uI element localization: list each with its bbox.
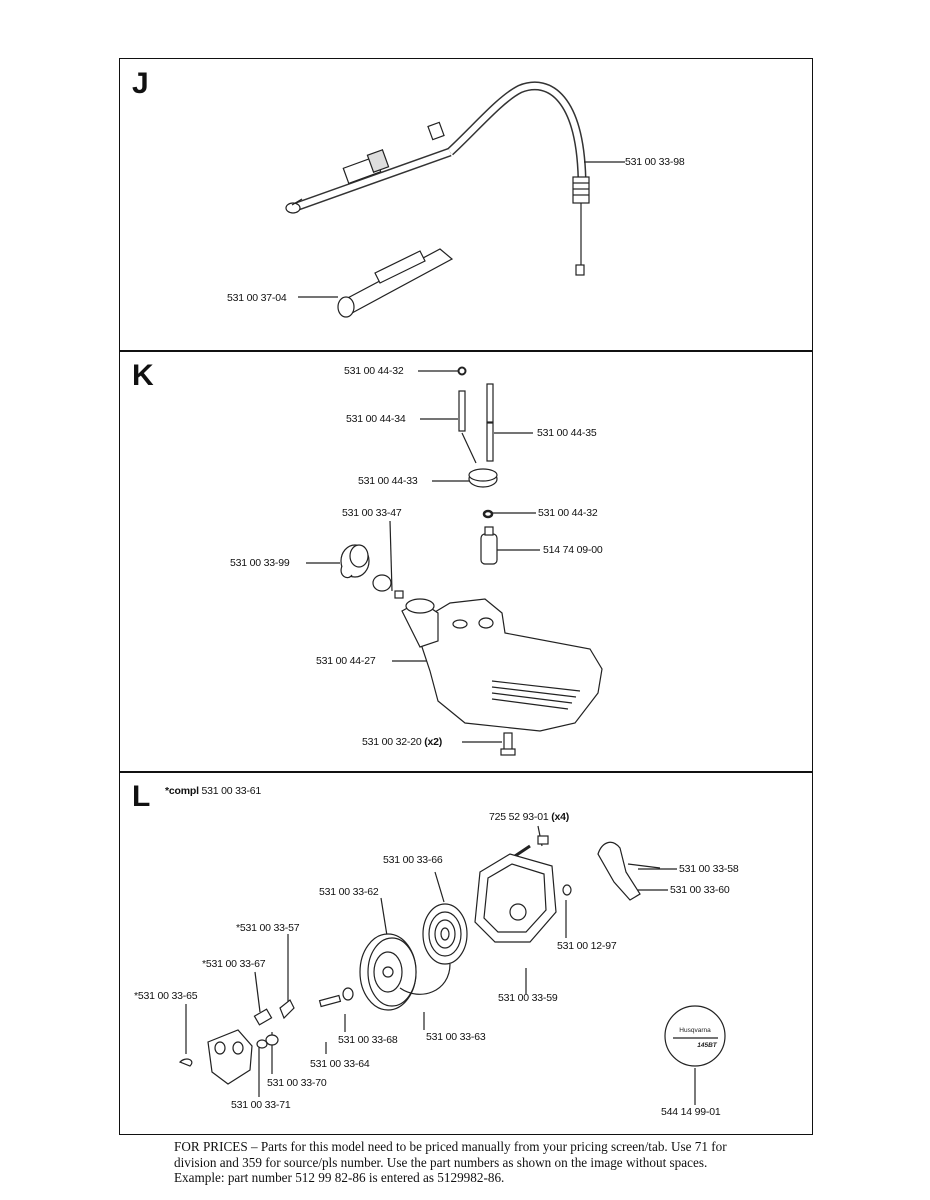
kit-prefix: *compl (165, 785, 199, 797)
pricing-note-line: FOR PRICES – Parts for this model need t… (174, 1139, 727, 1154)
part-number-label: 531 00 33-71 (231, 1099, 291, 1111)
quantity: (x4) (551, 811, 570, 823)
fuel-tank-drawing (306, 366, 603, 756)
part-number-label: 531 00 33-64 (310, 1058, 370, 1070)
part-number-label: *531 00 33-57 (236, 922, 300, 934)
part-number-label: 531 00 12-97 (557, 940, 617, 952)
part-number-label: *531 00 33-67 (202, 958, 266, 970)
part-number-label: 531 00 33-66 (383, 854, 443, 866)
part-number-label: 531 00 32-20 (x2) (362, 736, 442, 748)
part-number-label: 531 00 33-47 (342, 507, 402, 519)
part-number: 725 52 93-01 (489, 811, 549, 823)
part-number-label: 531 00 44-27 (316, 655, 376, 667)
section-l-panel: L *compl 531 00 33-61 (119, 771, 813, 1135)
part-number-label: 531 00 44-33 (358, 475, 418, 487)
part-number-label: 514 74 09-00 (543, 544, 603, 556)
part-number: 531 00 32-20 (362, 736, 422, 748)
part-number-label: 531 00 33-62 (319, 886, 379, 898)
throttle-cable-drawing (285, 81, 625, 318)
pricing-note: FOR PRICES – Parts for this model need t… (174, 1139, 794, 1186)
kit-number: 531 00 33-61 (201, 785, 262, 797)
part-number-label: 725 52 93-01 (x4) (489, 811, 569, 823)
part-number-label: 531 00 33-70 (267, 1077, 327, 1089)
part-number-label: 531 00 37-04 (227, 292, 287, 304)
part-number-label: 531 00 33-59 (498, 992, 558, 1004)
part-number-label: 531 00 33-63 (426, 1031, 486, 1043)
section-j-panel: J 531 00 33-98 (119, 58, 813, 352)
section-letter-k: K (132, 359, 154, 392)
part-number-label: 531 00 44-35 (537, 427, 597, 439)
decal-brand-text: Husqvarna (679, 1027, 711, 1034)
part-number-label: 531 00 33-68 (338, 1034, 398, 1046)
section-letter-j: J (132, 67, 149, 100)
kit-label: *compl 531 00 33-61 (165, 785, 261, 797)
pricing-note-line: Example: part number 512 99 82-86 is ent… (174, 1170, 505, 1185)
starter-assembly-drawing: Husqvarna 145BT (178, 825, 726, 1105)
section-k-panel: K (119, 350, 813, 773)
part-number-label: 531 00 44-34 (346, 413, 406, 425)
decal-model-text: 145BT (697, 1042, 718, 1049)
part-number-label: 531 00 33-99 (230, 557, 290, 569)
section-letter-l: L (132, 780, 151, 813)
part-number-label: 531 00 44-32 (538, 507, 598, 519)
part-number-label: 544 14 99-01 (661, 1106, 721, 1118)
part-number-label: 531 00 33-98 (625, 156, 685, 168)
part-number-label: 531 00 33-58 (679, 863, 739, 875)
pricing-note-line: division and 359 for source/pls number. … (174, 1154, 708, 1170)
quantity: (x2) (424, 736, 443, 748)
part-number-label: 531 00 33-60 (670, 884, 730, 896)
part-number-label: *531 00 33-65 (134, 990, 198, 1002)
part-number-label: 531 00 44-32 (344, 365, 404, 377)
